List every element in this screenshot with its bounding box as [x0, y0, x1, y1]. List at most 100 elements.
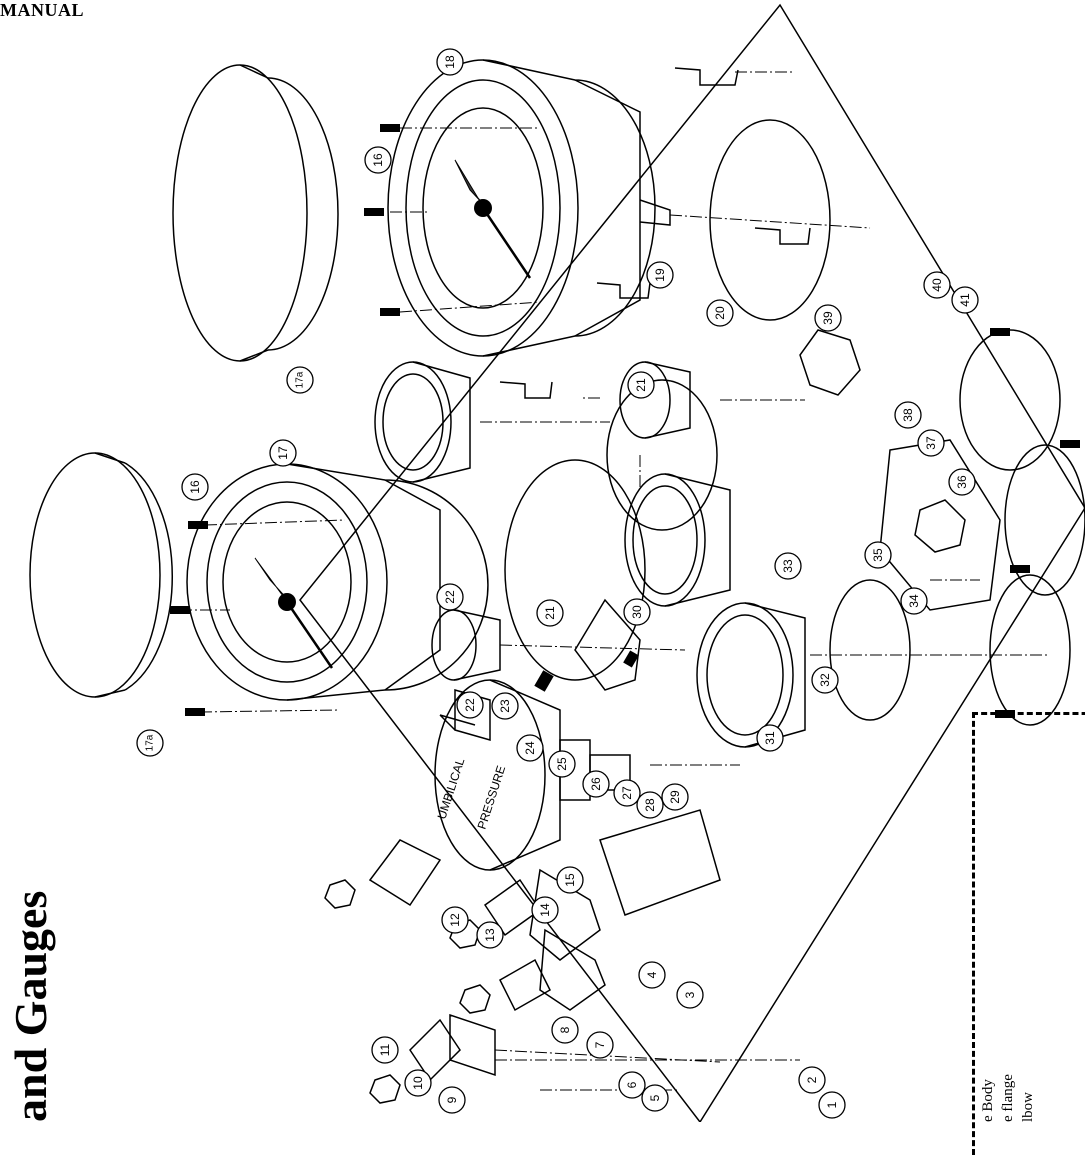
callout-circle	[531, 896, 559, 924]
callout-circle	[364, 146, 392, 174]
gauge-18	[374, 361, 452, 483]
nut-41	[799, 329, 861, 396]
callout-number: 35	[871, 548, 885, 562]
callout-circle	[661, 783, 689, 811]
callout-circle	[491, 692, 519, 720]
callout-17a: 17a	[286, 366, 314, 394]
callout-circle	[136, 729, 164, 757]
callout-number: 3	[683, 991, 697, 998]
callout-22: 22	[456, 691, 484, 719]
cap-17a-left	[29, 452, 173, 698]
callout-16: 16	[364, 146, 392, 174]
callout-number: 8	[558, 1026, 572, 1033]
callout-number: 25	[555, 757, 569, 771]
callout-28: 28	[636, 791, 664, 819]
callout-circle	[798, 1066, 826, 1094]
legend-line-1: e Body	[980, 1079, 996, 1122]
callout-number: 16	[188, 480, 202, 494]
callout-circle	[476, 921, 504, 949]
callout-circle	[586, 1031, 614, 1059]
callout-number: 7	[593, 1041, 607, 1048]
callout-32: 32	[811, 666, 839, 694]
callout-number: 30	[630, 605, 644, 619]
callout-8: 8	[551, 1016, 579, 1044]
callout-circle	[516, 734, 544, 762]
callout-circle	[556, 866, 584, 894]
legend-line-2: e flange	[1000, 1074, 1016, 1122]
callout-number: 9	[445, 1096, 459, 1103]
callout-number: 14	[538, 903, 552, 917]
ring-lower	[989, 574, 1071, 726]
callout-circle	[404, 1069, 432, 1097]
callout-circle	[706, 299, 734, 327]
callout-circle	[818, 1091, 846, 1119]
callout-24: 24	[516, 734, 544, 762]
callout-number: 19	[653, 268, 667, 282]
gauge-upper-small	[624, 473, 706, 607]
callout-12: 12	[441, 906, 469, 934]
callout-9: 9	[438, 1086, 466, 1114]
callout-25: 25	[548, 750, 576, 778]
callout-22: 22	[436, 583, 464, 611]
callout-number: 16	[371, 153, 385, 167]
callout-circle	[551, 1016, 579, 1044]
callout-number: 32	[818, 673, 832, 687]
section-title: and Gauges	[5, 890, 56, 1122]
callout-number: 5	[648, 1094, 662, 1101]
gauge-17	[186, 463, 489, 701]
callout-number: 36	[955, 475, 969, 489]
callout-number: 10	[411, 1076, 425, 1090]
callout-layer: 12345678910111213141516161717a17a1819202…	[136, 48, 979, 1119]
callout-circle	[864, 541, 892, 569]
manual-header: MANUAL	[0, 0, 84, 20]
gauge-19	[387, 59, 671, 357]
callout-circle	[582, 770, 610, 798]
legend-line-3: lbow	[1020, 1092, 1036, 1122]
callout-circle	[923, 271, 951, 299]
callout-number: 29	[668, 790, 682, 804]
pressure-label: PRESSURE	[475, 764, 509, 831]
callout-circle	[613, 779, 641, 807]
callout-circle	[536, 599, 564, 627]
callout-circle	[646, 261, 674, 289]
callout-circle	[917, 429, 945, 457]
callout-14: 14	[531, 896, 559, 924]
gauge-33	[696, 602, 794, 748]
callout-21: 21	[627, 371, 655, 399]
callout-circle	[638, 961, 666, 989]
callout-circle	[900, 587, 928, 615]
callout-23: 23	[491, 692, 519, 720]
diagram-drawing: UMBILICAL PRESSURE 123456789101112131415…	[29, 3, 1085, 1124]
callout-circle	[456, 691, 484, 719]
callout-27: 27	[613, 779, 641, 807]
callout-26: 26	[582, 770, 610, 798]
callout-circle	[371, 1036, 399, 1064]
callout-circle	[438, 1086, 466, 1114]
callout-circle	[811, 666, 839, 694]
callout-number: 28	[643, 798, 657, 812]
callout-number: 20	[713, 306, 727, 320]
callout-3: 3	[676, 981, 704, 1009]
nameplate-recess	[599, 809, 721, 916]
callout-number: 18	[443, 55, 457, 69]
callout-number: 34	[907, 594, 921, 608]
callout-number: 27	[620, 786, 634, 800]
callout-circle	[436, 583, 464, 611]
lever-29	[574, 598, 641, 691]
callout-circle	[756, 724, 784, 752]
callout-number: 15	[563, 873, 577, 887]
callout-31: 31	[756, 724, 784, 752]
callout-number: 26	[589, 777, 603, 791]
callout-29: 29	[661, 783, 689, 811]
ring-upper	[959, 329, 1061, 471]
callout-37: 37	[917, 429, 945, 457]
callout-circle	[181, 473, 209, 501]
callout-6: 6	[618, 1071, 646, 1099]
callout-11: 11	[371, 1036, 399, 1064]
callout-number: 17a	[145, 734, 156, 751]
callout-circle	[618, 1071, 646, 1099]
callout-circle	[814, 304, 842, 332]
callout-10: 10	[404, 1069, 432, 1097]
panel-plate	[299, 3, 1085, 1124]
